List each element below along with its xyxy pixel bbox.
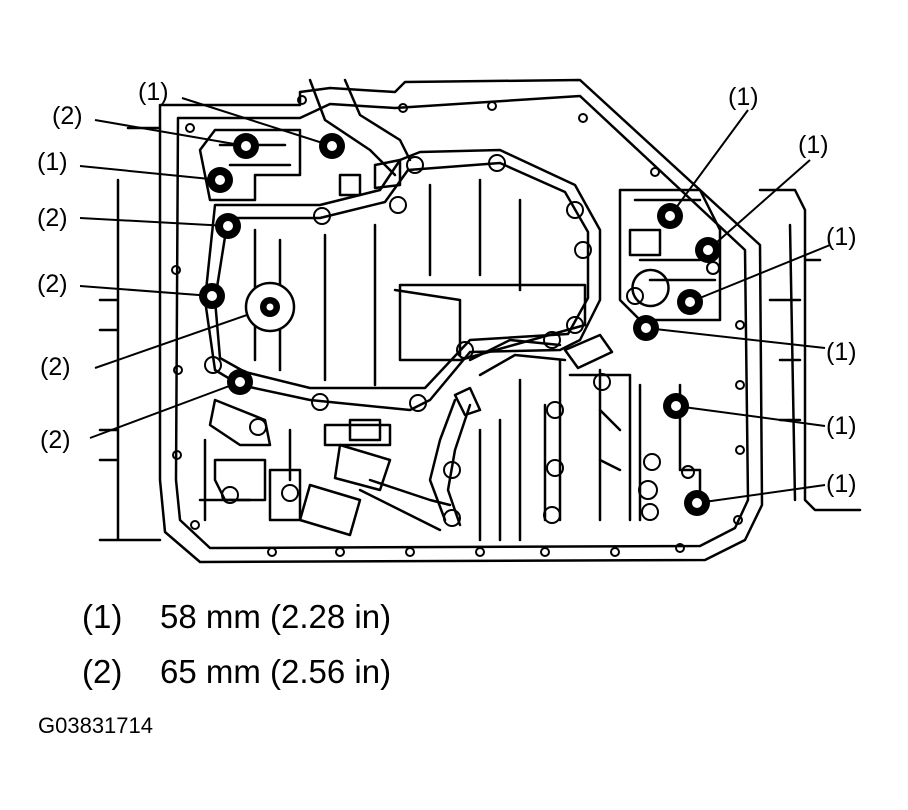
figure-code: G03831714	[38, 713, 153, 738]
legend-value: 58 mm (2.28 in)	[160, 598, 392, 635]
legend-key: (2)	[82, 653, 123, 690]
legend-value: 65 mm (2.56 in)	[160, 653, 392, 690]
callout-label: (1)	[138, 78, 169, 106]
housing-left-edge	[98, 126, 162, 542]
callout-label: (2)	[40, 353, 71, 381]
callout-label: (1)	[826, 412, 857, 440]
legend-key: (1)	[82, 598, 123, 635]
callout-label: (1)	[826, 338, 857, 366]
valve-body-gasket	[203, 148, 602, 412]
legend-row-2: (2) 65 mm (2.56 in)	[82, 655, 391, 688]
callout-label: (1)	[826, 470, 857, 498]
housing-right-edge	[758, 188, 862, 512]
valve-body-diagram: (1) (2) (1) (2) (2) (2) (2) (1) (1) (1) …	[37, 78, 862, 564]
callout-label: (1)	[826, 223, 857, 251]
callout-label: (2)	[52, 102, 83, 130]
callout-label: (1)	[798, 131, 829, 159]
oil-pan-inner-outline	[174, 94, 750, 550]
oil-pan-outer-outline	[158, 78, 764, 564]
lower-harness	[428, 338, 567, 527]
callout-label: (2)	[40, 426, 71, 454]
callout-label: (1)	[37, 148, 68, 176]
callout-label: (2)	[37, 204, 68, 232]
legend-row-1: (1) 58 mm (2.28 in)	[82, 600, 391, 633]
callout-label: (2)	[37, 270, 68, 298]
callout-label: (1)	[728, 83, 759, 111]
